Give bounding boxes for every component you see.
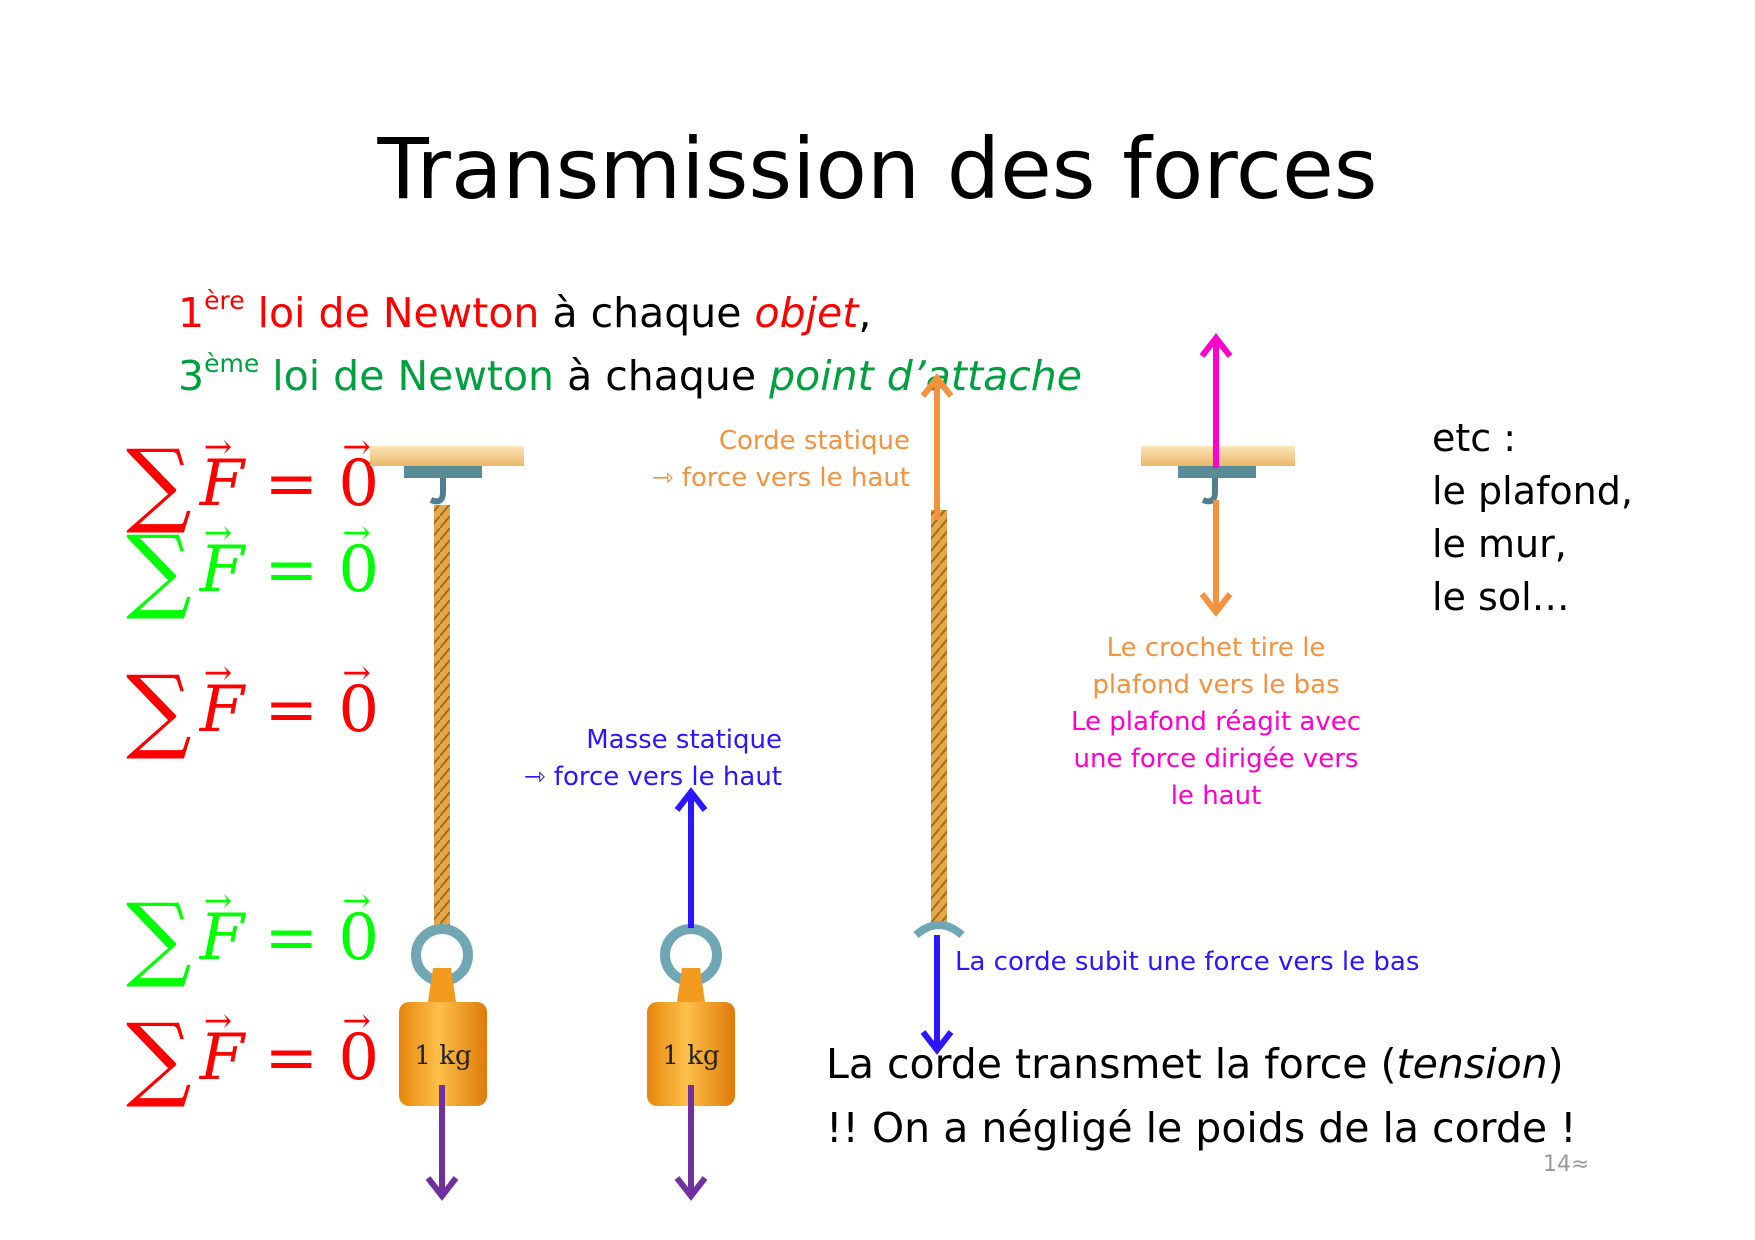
hook-plate bbox=[404, 466, 482, 478]
etc-item: etc : bbox=[1432, 416, 1517, 460]
arrow-down-icon bbox=[674, 1176, 708, 1201]
force-symbol: F bbox=[199, 533, 245, 607]
first-law-target: objet bbox=[754, 289, 859, 337]
sigma-symbol: ∑ bbox=[126, 1004, 192, 1111]
arrow-down-icon bbox=[425, 1176, 459, 1201]
tension-word: tension bbox=[1396, 1040, 1548, 1088]
weight-handle bbox=[677, 968, 705, 1002]
first-law-name: loi de Newton bbox=[257, 289, 540, 337]
arrow-up-icon bbox=[1199, 333, 1233, 358]
zero-symbol: 0 bbox=[338, 673, 380, 747]
rope-static-line-2: ⇾ force vers le haut bbox=[651, 463, 910, 493]
weight-label: 1 kg bbox=[662, 1041, 719, 1071]
weight-label: 1 kg bbox=[414, 1041, 471, 1071]
equals-sign: = bbox=[244, 533, 339, 607]
mass-static-line-2: ⇾ force vers le haut bbox=[523, 762, 782, 792]
etc-list: etc : le plafond, le mur, le sol… bbox=[1432, 412, 1633, 624]
rope-static-label: Corde statique ⇾ force vers le haut bbox=[640, 423, 910, 497]
third-law-sup: ème bbox=[204, 349, 260, 378]
vector-arrow-icon: → bbox=[342, 513, 371, 553]
ceiling-line-2: une force dirigée vers bbox=[1073, 744, 1359, 774]
third-law-mid: à chaque bbox=[554, 352, 770, 400]
vector-arrow-icon: → bbox=[203, 1001, 233, 1041]
weight-1kg bbox=[647, 1002, 735, 1106]
hook-line-2: plafond vers le bas bbox=[1092, 670, 1340, 700]
tension-note-c: ) bbox=[1547, 1040, 1564, 1088]
zero-symbol: 0 bbox=[338, 1021, 380, 1095]
etc-item: le plafond, bbox=[1432, 469, 1633, 513]
hook-icon bbox=[429, 478, 446, 505]
setup-1: 1 kg bbox=[370, 446, 524, 1201]
ceiling-beam bbox=[370, 446, 524, 466]
hook-icon bbox=[1201, 478, 1218, 505]
equals-sign: = bbox=[244, 901, 339, 975]
arrow-down-icon bbox=[1199, 592, 1233, 617]
sigma-symbol: ∑ bbox=[126, 516, 192, 623]
etc-item: le sol… bbox=[1432, 575, 1570, 619]
rope-down-label: La corde subit une force vers le bas bbox=[955, 947, 1420, 977]
vector-arrow-icon: → bbox=[203, 881, 233, 921]
weight-1kg bbox=[399, 1002, 487, 1106]
force-symbol: F bbox=[199, 447, 245, 521]
rope bbox=[434, 505, 450, 925]
equals-sign: = bbox=[244, 447, 339, 521]
equation-object-3: ∑F→ = 0→ bbox=[126, 1001, 380, 1111]
rope-static-line-1: Corde statique bbox=[718, 426, 910, 456]
page-number: 14≈ bbox=[1543, 1152, 1590, 1177]
vector-arrow-icon: → bbox=[203, 653, 233, 693]
mass-static-label: Masse statique ⇾ force vers le haut bbox=[520, 722, 782, 796]
force-symbol: F bbox=[199, 901, 245, 975]
first-law-mid: à chaque bbox=[539, 289, 755, 337]
setup-3 bbox=[913, 373, 965, 1055]
rope-weight-note: !! On a négligé le poids de la corde ! bbox=[826, 1104, 1577, 1152]
tension-note: La corde transmet la force (tension) bbox=[826, 1040, 1564, 1088]
third-law-num: 3 bbox=[178, 352, 205, 400]
tension-note-a: La corde transmet la force ( bbox=[826, 1040, 1397, 1088]
page-title: Transmission des forces bbox=[377, 120, 1378, 218]
first-law-line: 1ère loi de Newton à chaque objet, bbox=[178, 286, 871, 337]
first-law-sup: ère bbox=[204, 286, 245, 315]
zero-symbol: 0 bbox=[338, 901, 380, 975]
setup-4 bbox=[1141, 333, 1295, 617]
arrow-up-icon bbox=[674, 787, 708, 812]
arrow-up-icon bbox=[920, 373, 954, 398]
equals-sign: = bbox=[244, 1021, 339, 1095]
vector-arrow-icon: → bbox=[203, 427, 233, 467]
zero-symbol: 0 bbox=[338, 533, 380, 607]
equation-object-1: ∑F→ = 0→ bbox=[126, 427, 379, 537]
ring-top bbox=[913, 921, 965, 939]
first-law-num: 1 bbox=[178, 289, 205, 337]
vector-arrow-icon: → bbox=[342, 881, 371, 921]
equation-object-2: ∑F→ = 0→ bbox=[126, 653, 380, 763]
sigma-symbol: ∑ bbox=[126, 656, 192, 763]
force-symbol: F bbox=[199, 673, 245, 747]
mass-static-line-1: Masse statique bbox=[586, 725, 782, 755]
ceiling-line-3: le haut bbox=[1170, 781, 1262, 811]
force-symbol: F bbox=[199, 1021, 245, 1095]
vector-arrow-icon: → bbox=[203, 513, 233, 553]
hook-line-1: Le crochet tire le bbox=[1106, 633, 1326, 663]
weight-handle bbox=[428, 968, 456, 1002]
equals-sign: = bbox=[244, 673, 339, 747]
vector-arrow-icon: → bbox=[342, 427, 371, 467]
ceiling-reaction-label: Le crochet tire le plafond vers le bas L… bbox=[1046, 630, 1386, 815]
hook-plate bbox=[1178, 466, 1256, 478]
etc-item: le mur, bbox=[1432, 522, 1567, 566]
arrow-down-icon bbox=[920, 1030, 954, 1055]
sigma-symbol: ∑ bbox=[126, 884, 192, 991]
sigma-symbol: ∑ bbox=[126, 430, 192, 537]
equation-attach-2: ∑F→ = 0→ bbox=[126, 881, 380, 991]
vector-arrow-icon: → bbox=[342, 1001, 371, 1041]
setup-2: 1 kg bbox=[647, 787, 735, 1201]
third-law-name: loi de Newton bbox=[272, 352, 555, 400]
first-law-end: , bbox=[858, 289, 872, 337]
equation-attach-1: ∑F→ = 0→ bbox=[126, 513, 380, 623]
vector-arrow-icon: → bbox=[342, 653, 371, 693]
ceiling-line-1: Le plafond réagit avec bbox=[1070, 707, 1362, 737]
rope bbox=[931, 510, 947, 925]
